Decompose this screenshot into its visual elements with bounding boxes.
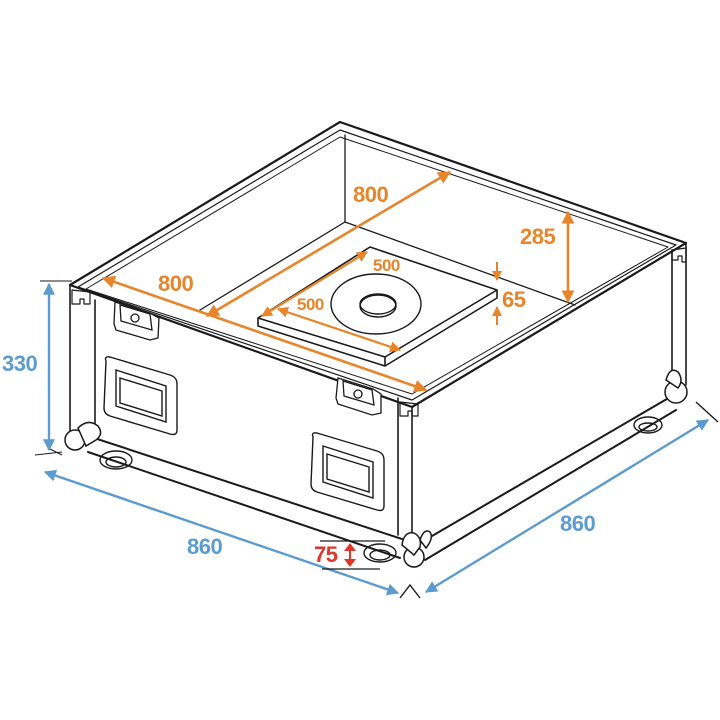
outer-width-right-label: 860 xyxy=(560,511,596,536)
ball-corners xyxy=(64,369,688,568)
inner-length-front-label: 800 xyxy=(158,271,194,296)
caster-dimension-lines xyxy=(320,540,385,570)
outer-width-left-label: 860 xyxy=(187,534,223,559)
outer-height-label: 330 xyxy=(2,351,38,376)
recessed-handle-right xyxy=(310,432,385,512)
recessed-handle-left xyxy=(103,356,178,436)
tray-width-arrow xyxy=(261,251,368,317)
inner-height-label: 285 xyxy=(520,224,556,249)
outer-width-right-arrow xyxy=(424,418,710,594)
tray-height-label: 65 xyxy=(502,287,526,312)
butterfly-latch-right xyxy=(335,377,382,416)
tray-width-label: 500 xyxy=(373,256,400,275)
corner-brackets xyxy=(71,247,687,417)
inner-length-back-label: 800 xyxy=(353,182,389,207)
interior-dimension-lines xyxy=(101,170,575,393)
outer-width-left-arrow xyxy=(43,469,400,596)
tray-depth-arrow xyxy=(276,306,402,353)
casters xyxy=(99,416,663,563)
caster-height-label: 75 xyxy=(314,542,338,567)
inner-length-front-arrow xyxy=(101,275,428,393)
exterior-dimension-lines xyxy=(34,280,719,599)
tray-depth-label: 500 xyxy=(297,295,324,314)
